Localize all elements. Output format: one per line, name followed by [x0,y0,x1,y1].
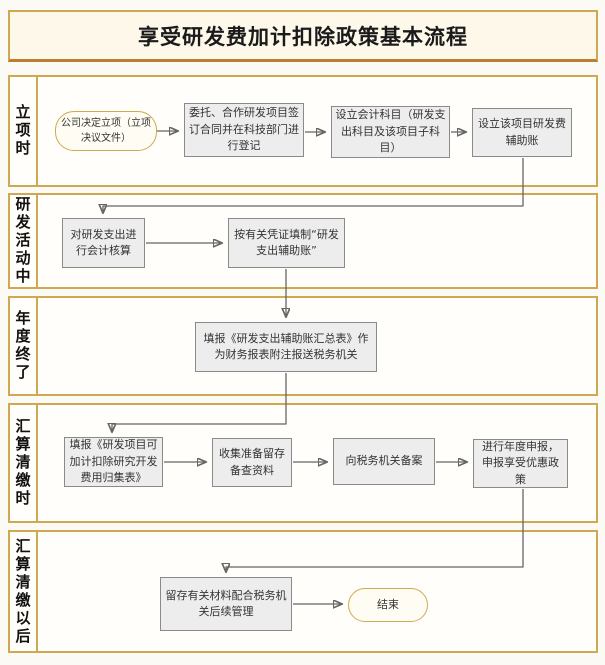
flow-node-set-aux-ledger: 设立该项目研发费辅助账 [472,108,572,157]
flow-node-report-summary: 填报《研发支出辅助账汇总表》作为财务报表附注报送税务机关 [195,322,377,372]
stage-row-year-end: 年度终了 [8,296,598,396]
flow-node-start: 公司决定立项（立项决议文件） [55,111,157,151]
flow-node-end: 结束 [348,588,428,622]
flow-node-collection-form: 填报《研发项目可加计扣除研究开发费用归集表》 [64,437,163,487]
chart-title: 享受研发费加计扣除政策基本流程 [138,24,468,49]
stage-label-project-initiation: 立项时 [10,77,38,185]
stage-row-after-settlement: 汇算清缴以后 [8,530,598,653]
flow-node-annual-declaration: 进行年度申报，申报享受优惠政策 [473,439,568,488]
flow-node-prepare-materials: 收集准备留存备查资料 [212,438,292,487]
flow-node-expense-accounting: 对研发支出进行会计核算 [62,218,145,268]
stage-label-during-rd: 研发活动中 [10,195,38,287]
stage-label-after-settlement: 汇算清缴以后 [10,532,38,651]
flow-node-set-subjects: 设立会计科目（研发支出科目及该项目子科目） [331,106,450,158]
flow-node-register-contract: 委托、合作研发项目签订合同并在科技部门进行登记 [184,103,304,157]
stage-label-year-end: 年度终了 [10,298,38,394]
stage-label-final-settlement: 汇算清缴时 [10,405,38,521]
chart-title-box: 享受研发费加计扣除政策基本流程 [8,10,598,62]
flow-node-retain-materials: 留存有关材料配合税务机关后续管理 [160,577,292,631]
flow-node-tax-filing: 向税务机关备案 [333,438,435,485]
flow-node-fill-aux-ledger: 按有关凭证填制“研发支出辅助账” [228,218,345,268]
